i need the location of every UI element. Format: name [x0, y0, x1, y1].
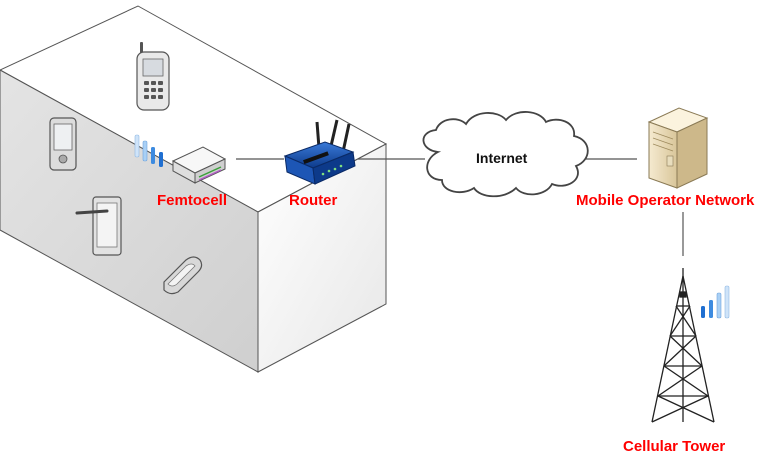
- cellular-tower-label: Cellular Tower: [623, 438, 726, 455]
- signal-bars-icon: [134, 134, 163, 167]
- building: [0, 5, 388, 373]
- cell-phone-icon: [136, 42, 170, 111]
- tablet-icon: [75, 196, 122, 256]
- flip-phone-icon: [163, 256, 203, 295]
- router-icon: [283, 119, 356, 185]
- femtocell-label: Femtocell: [157, 192, 228, 209]
- router-label: Router: [289, 192, 338, 209]
- femtocell-device-icon: [171, 146, 227, 184]
- signal-bars-icon: [701, 285, 730, 319]
- connection-lines: [236, 158, 684, 256]
- pda-icon: [49, 117, 77, 171]
- cloud-icon: [422, 111, 589, 198]
- server-icon: [647, 107, 709, 189]
- internet-label: Internet: [476, 150, 528, 166]
- mobile-operator-network-label: Mobile Operator Network: [576, 192, 755, 209]
- cell-tower-icon: [651, 268, 715, 423]
